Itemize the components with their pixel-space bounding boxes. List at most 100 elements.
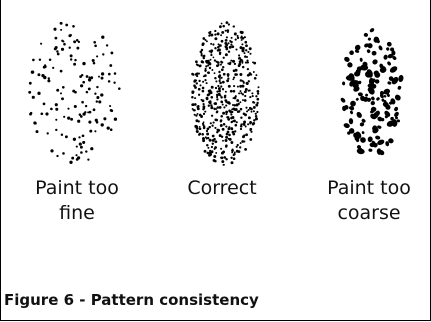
spray-dot <box>197 93 201 96</box>
spray-dot <box>197 87 201 91</box>
spray-dot <box>218 89 221 93</box>
spray-dot <box>220 22 223 25</box>
spray-dot <box>368 86 375 95</box>
spray-dot <box>215 118 219 122</box>
spray-dot <box>75 154 78 157</box>
spray-dot <box>224 45 228 49</box>
spray-dot <box>213 72 216 75</box>
spray-dot <box>55 128 58 132</box>
spray-dot <box>195 60 198 64</box>
spray-dot <box>255 117 258 121</box>
spray-dot <box>107 72 111 76</box>
spray-dot <box>226 29 230 32</box>
spray-dot <box>225 104 228 107</box>
spray-dot <box>223 106 226 109</box>
spray-dot <box>225 135 229 139</box>
spray-dot <box>209 149 212 152</box>
spray-dot <box>213 107 216 111</box>
spray-dot <box>222 123 226 126</box>
spray-dot <box>348 118 354 125</box>
spray-dot <box>46 132 49 135</box>
spray-dot <box>397 85 402 90</box>
spray-dot <box>241 61 244 64</box>
spray-dot <box>230 36 233 39</box>
spray-dot <box>61 39 64 43</box>
spray-dot <box>82 112 86 116</box>
spray-dot <box>87 111 90 114</box>
spray-dot <box>193 103 197 106</box>
spray-dot <box>394 94 401 101</box>
spray-dot <box>85 90 89 94</box>
spray-dot <box>193 84 196 87</box>
spray-dot <box>220 61 223 64</box>
spray-dot <box>210 49 214 53</box>
spray-dot <box>229 110 233 114</box>
spray-dot <box>247 80 250 83</box>
spray-dot <box>386 41 392 47</box>
spray-dot <box>197 120 200 123</box>
spray-dot <box>218 70 221 74</box>
spray-dot <box>107 80 111 83</box>
spray-dot <box>384 114 389 119</box>
spray-dot <box>85 75 89 78</box>
spray-dot <box>214 33 217 36</box>
spray-dot <box>219 63 222 66</box>
spray-dot <box>54 36 58 40</box>
figure-caption: Figure 6 - Pattern consistency <box>4 291 259 309</box>
spray-dot <box>198 133 201 136</box>
spray-dot <box>212 56 215 59</box>
spray-dot <box>231 108 234 111</box>
spray-dot <box>73 104 77 109</box>
spray-dot <box>75 39 79 42</box>
spray-dot <box>228 62 232 66</box>
spray-dot <box>74 58 77 62</box>
spray-dot <box>383 95 387 98</box>
spray-dot <box>230 127 234 131</box>
spray-dot <box>253 119 256 122</box>
spray-dot <box>207 136 210 140</box>
spray-dot <box>247 123 250 126</box>
spray-dot <box>218 53 222 56</box>
spray-dot <box>214 29 217 33</box>
spray-dot <box>354 49 360 53</box>
spray-dot <box>61 85 65 89</box>
spray-dot <box>220 96 223 99</box>
spray-dot <box>372 127 379 134</box>
spray-dot <box>205 129 209 133</box>
spray-dot <box>202 75 205 78</box>
spray-dot <box>380 91 385 95</box>
spray-dot <box>113 72 117 75</box>
spray-dot <box>55 118 58 121</box>
spray-dot <box>206 127 210 131</box>
spray-dot <box>238 92 241 95</box>
spray-dot <box>63 115 66 118</box>
spray-dot <box>232 154 235 157</box>
spray-dot <box>87 158 90 161</box>
spray-dot <box>208 50 211 53</box>
spray-dot <box>227 84 231 88</box>
spray-dot <box>386 120 395 127</box>
spray-dot <box>52 66 55 69</box>
spray-dot <box>229 89 233 93</box>
spray-dot <box>228 126 231 129</box>
spray-dot <box>250 110 253 113</box>
spray-dot <box>208 34 211 37</box>
spray-dot <box>207 89 211 93</box>
spray-dot <box>377 116 383 122</box>
spray-dot <box>217 87 221 91</box>
spray-dot <box>210 150 214 154</box>
spray-dot <box>233 104 237 107</box>
spray-dot <box>221 30 225 34</box>
spray-dot <box>79 75 82 78</box>
spray-dot <box>243 36 246 39</box>
spray-dot <box>232 89 236 93</box>
spray-dot <box>363 32 368 37</box>
spray-dot <box>47 77 50 80</box>
spray-dot <box>201 89 205 93</box>
spray-dot <box>230 161 234 165</box>
spray-dot <box>227 75 230 78</box>
spray-dot <box>388 138 394 144</box>
spray-dot <box>354 44 361 51</box>
fine-spray-pattern <box>28 21 121 164</box>
spray-dot <box>396 119 401 123</box>
